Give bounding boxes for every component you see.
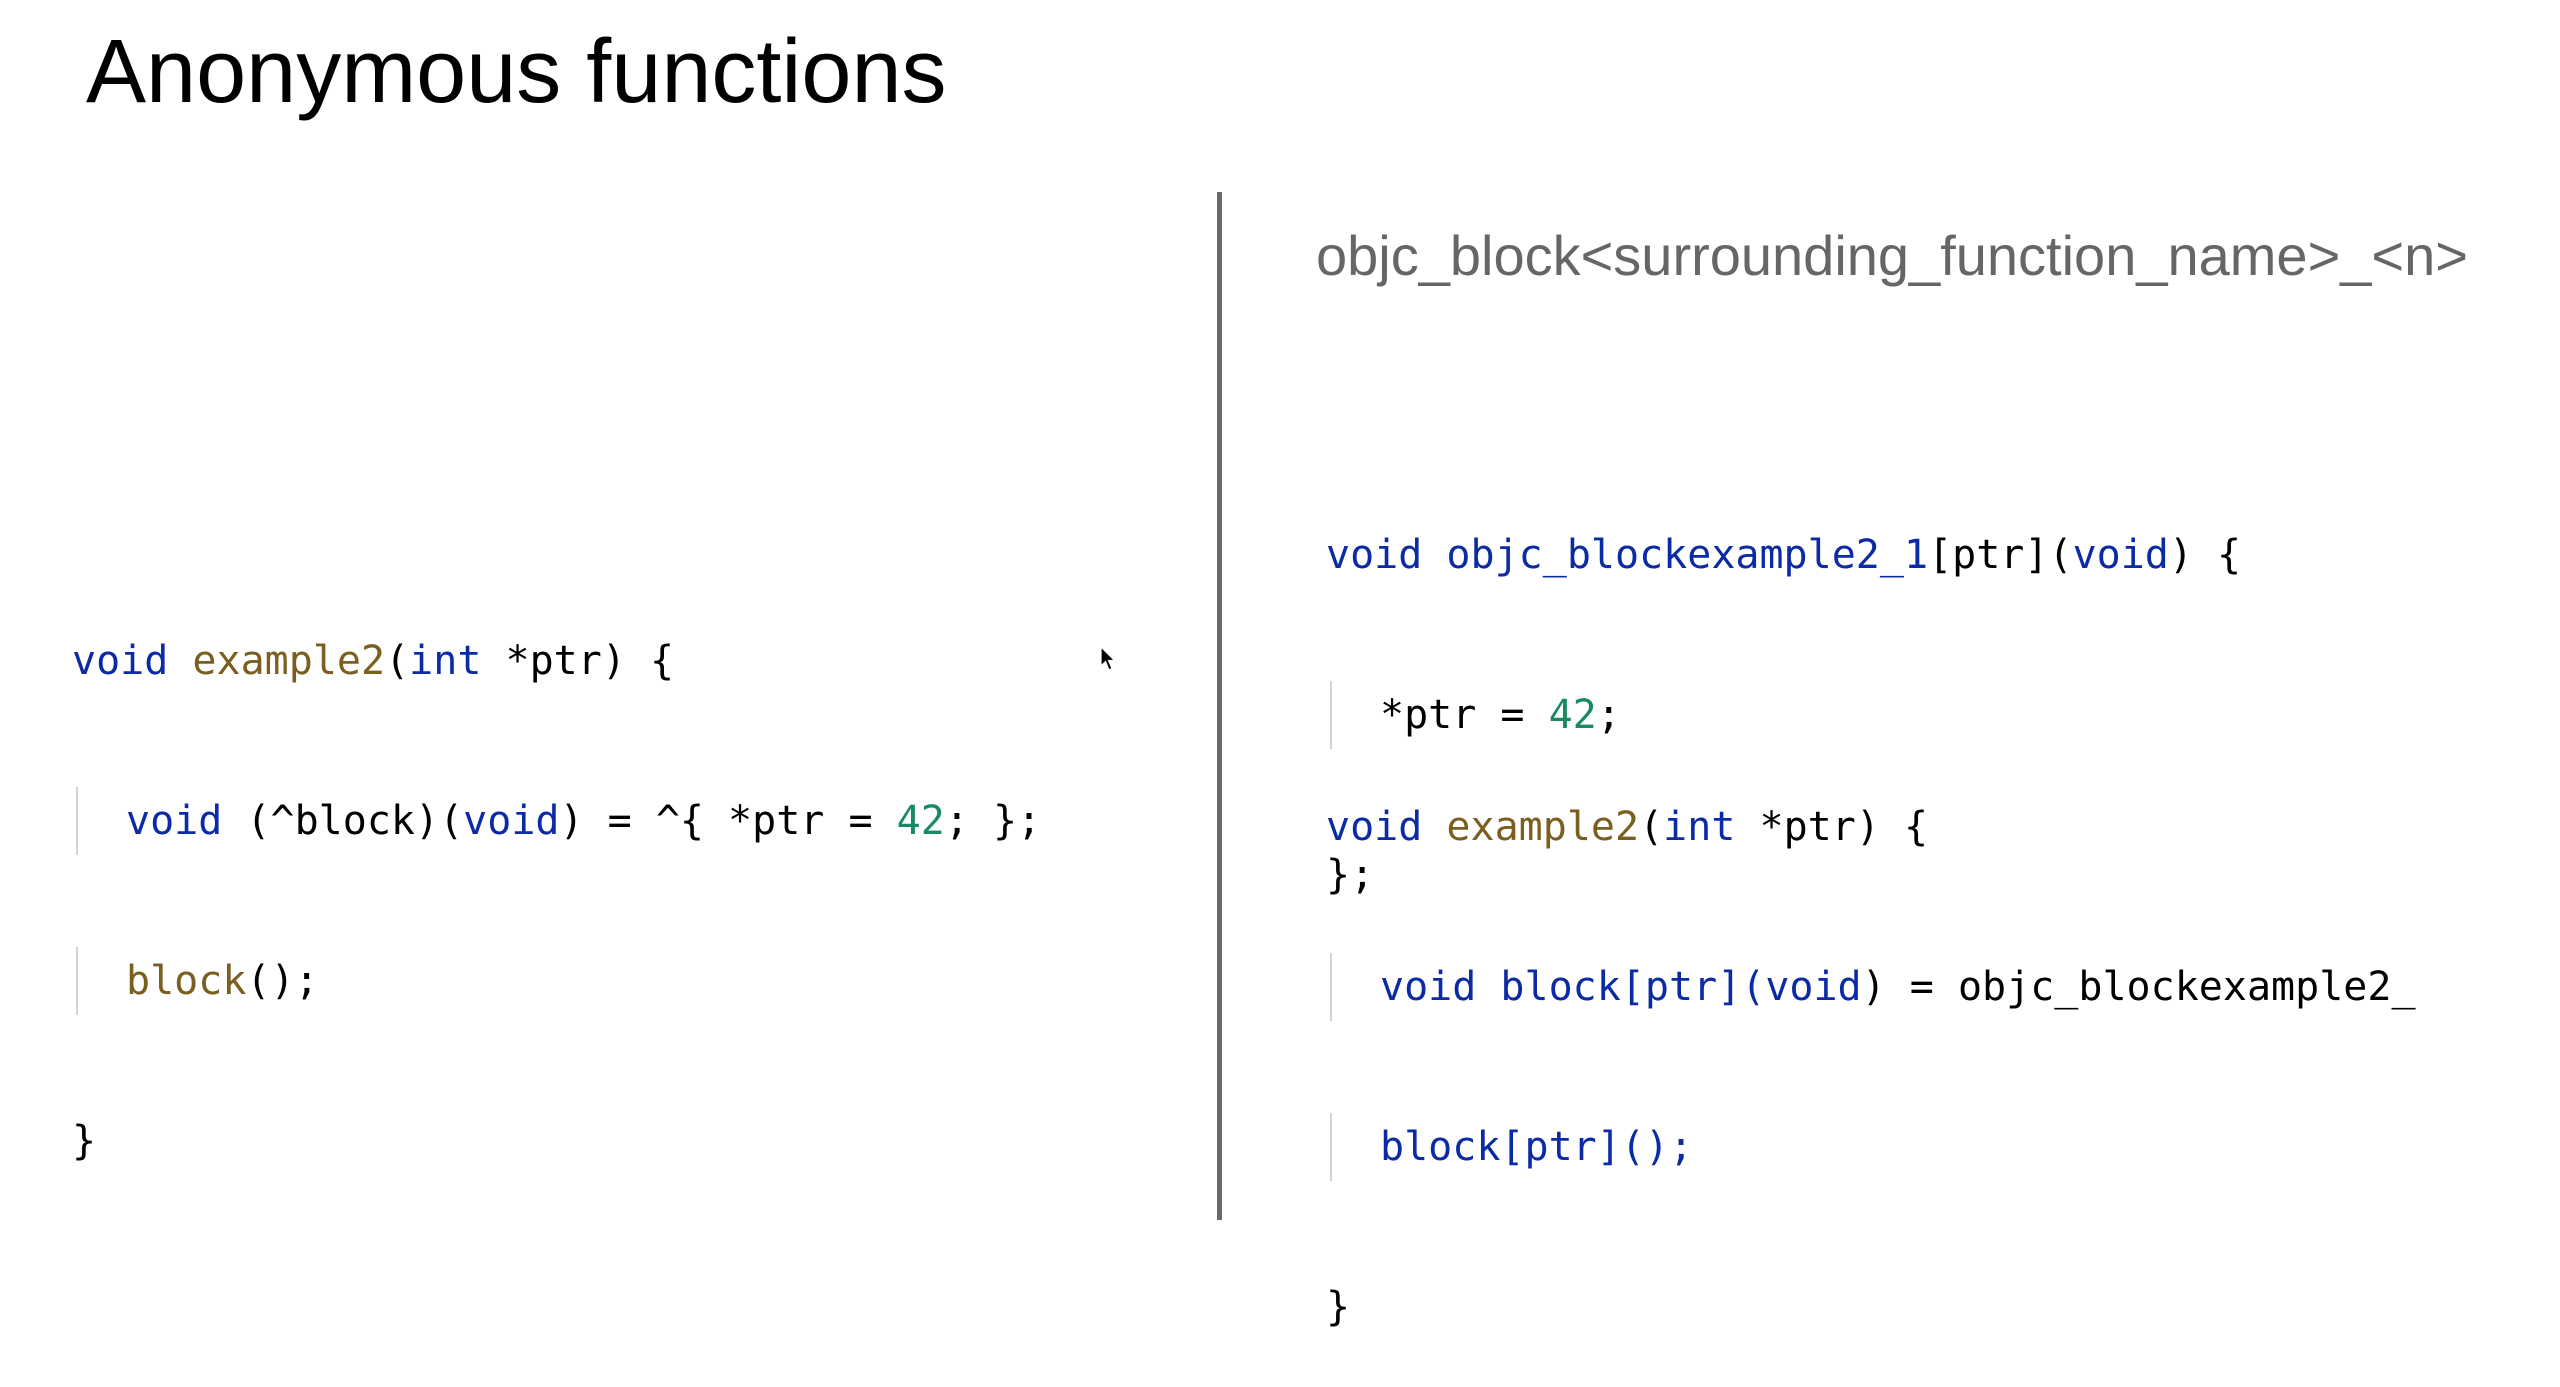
keyword-token: void [72, 638, 169, 684]
keyword-token: void [463, 798, 560, 844]
code-text: block[ptr]( [1476, 964, 1766, 1010]
function-name-token: objc_blockexample2_1 [1422, 532, 1929, 578]
number-literal: 42 [896, 798, 945, 844]
code-text: }; [1326, 852, 1375, 898]
lowered-caller-function: void example2(int *ptr) { void block[ptr… [1326, 701, 2416, 1387]
number-literal: 42 [1548, 692, 1597, 738]
code-text: *ptr) { [481, 638, 675, 684]
slide-title: Anonymous functions [86, 22, 947, 122]
keyword-token: void [1765, 964, 1862, 1010]
code-line: } [72, 1107, 1041, 1175]
code-text: } [72, 1118, 97, 1164]
code-line: block(); [72, 947, 1041, 1015]
code-text: ( [385, 638, 410, 684]
code-text: [ptr]( [1928, 532, 2073, 578]
code-line: void example2(int *ptr) { [1326, 793, 2416, 861]
function-name-token: block [126, 958, 247, 1004]
indent-guide [76, 787, 78, 855]
column-divider [1217, 192, 1222, 1220]
lowered-block-function: void objc_blockexample2_1[ptr](void) { *… [1326, 429, 2241, 955]
code-line: *ptr = 42; [1326, 681, 2241, 749]
code-line: block[ptr](); [1326, 1113, 2416, 1181]
keyword-token: int [409, 638, 482, 684]
code-line: } [1326, 1273, 2416, 1341]
mouse-pointer-icon [1100, 646, 1116, 671]
code-text: (^block)( [222, 798, 464, 844]
code-text: ; }; [944, 798, 1042, 844]
code-text: block[ptr](); [1380, 1124, 1694, 1170]
code-text: ; [1596, 692, 1621, 738]
code-line: void example2(int *ptr) { [72, 627, 1041, 695]
keyword-token: void [1380, 964, 1477, 1010]
keyword-token: int [1663, 804, 1736, 850]
indent-guide [1330, 681, 1332, 749]
keyword-token: void [126, 798, 223, 844]
code-text: *ptr = [1380, 692, 1549, 738]
indent-guide [76, 947, 78, 1015]
code-line: void (^block)(void) = ^{ *ptr = 42; }; [72, 787, 1041, 855]
indent-guide [1330, 1113, 1332, 1181]
keyword-token: void [1326, 804, 1423, 850]
code-text: *ptr) { [1735, 804, 1929, 850]
code-line: }; [1326, 841, 2241, 909]
indent-guide [1330, 953, 1332, 1021]
code-text: ) = objc_blockexample2_ [1861, 964, 2416, 1010]
source-code-block: void example2(int *ptr) { void (^block)(… [72, 535, 1041, 1221]
code-text: ) = ^{ *ptr = [559, 798, 897, 844]
code-line: void block[ptr](void) = objc_blockexampl… [1326, 953, 2416, 1021]
keyword-token: void [2072, 532, 2169, 578]
function-name-token: example2 [192, 638, 386, 684]
code-text: (); [246, 958, 319, 1004]
code-text: ( [1639, 804, 1664, 850]
function-name-token: example2 [1446, 804, 1640, 850]
block-naming-pattern: objc_block<surrounding_function_name>_<n… [1316, 224, 2468, 287]
keyword-token: void [1326, 532, 1423, 578]
code-text: } [1326, 1284, 1351, 1330]
code-text: ) { [2168, 532, 2242, 578]
code-line: void objc_blockexample2_1[ptr](void) { [1326, 521, 2241, 589]
